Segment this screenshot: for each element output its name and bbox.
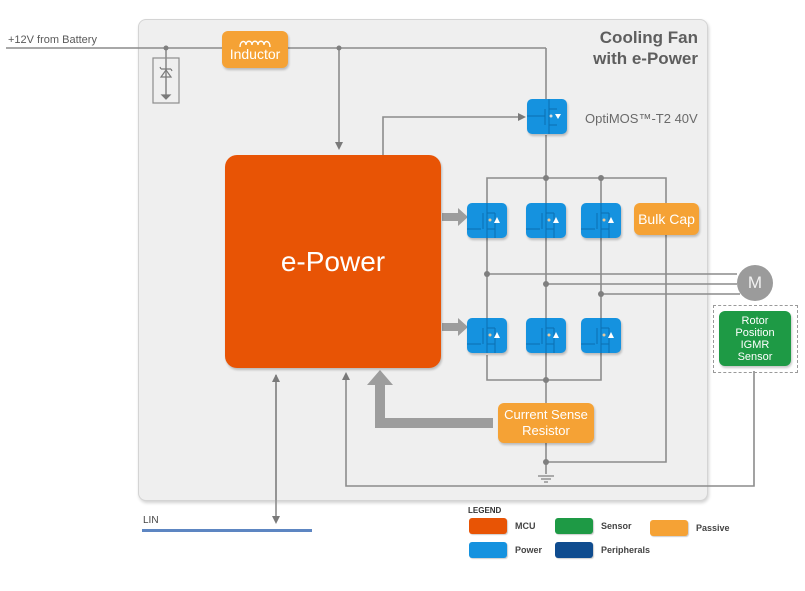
motor-label: M (747, 273, 763, 292)
legend-title: LEGEND (468, 506, 502, 515)
sensor-line-3: IGMR (740, 338, 770, 351)
mosfet-icon (467, 318, 500, 353)
current-sense-feedback-arrow (367, 370, 493, 428)
legend-item-passive: Passive (650, 520, 730, 536)
low-side-mosfet-3 (581, 318, 621, 353)
junction-dots (163, 45, 604, 465)
legend-label: Peripherals (601, 545, 651, 555)
high-side-drive-arrow (442, 208, 468, 226)
low-side-mosfet-2 (526, 318, 566, 353)
inductor-label: Inductor (229, 46, 281, 62)
high-side-rail-wire (486, 177, 667, 210)
legend-item-sensor: Sensor (555, 518, 632, 534)
bulk-cap-ground-wire (546, 235, 667, 463)
sensor-feedback-wire (342, 371, 755, 487)
gate-driver-arrows (367, 208, 493, 428)
legend-label: MCU (515, 521, 536, 531)
coil-icon (239, 40, 271, 47)
rotor-position-sensor-block: Rotor Position IGMR Sensor (719, 311, 791, 366)
tvs-diode-frame (152, 57, 180, 104)
legend-swatch (555, 518, 593, 534)
legend-swatch (555, 542, 593, 558)
legend-label: Passive (696, 523, 730, 533)
legend-swatch (469, 518, 507, 534)
diagram-title: Cooling Fan with e-Power (593, 27, 698, 69)
inductor-block: Inductor (222, 31, 288, 68)
motor-icon: M (737, 265, 773, 301)
legend-swatch (469, 542, 507, 558)
mosfet-icon (527, 99, 561, 134)
bulk-cap-label: Bulk Cap (638, 211, 695, 227)
legend-label: Power (515, 545, 543, 555)
low-side-drive-arrow (442, 318, 468, 336)
sensor-line-4: Sensor (737, 350, 773, 363)
current-sense-resistor-block: Current Sense Resistor (498, 403, 594, 443)
high-side-mosfet-3 (581, 203, 621, 238)
low-side-mosfet-1 (467, 318, 507, 353)
mosfet-icon (581, 318, 614, 353)
current-sense-line-2: Resistor (522, 423, 570, 438)
legend-item-power: Power (469, 542, 542, 558)
sensor-dashed-frame (713, 305, 798, 373)
current-sense-line-1: Current Sense (504, 407, 588, 422)
ground-icon (538, 475, 554, 483)
battery-input-label: +12V from Battery (8, 34, 97, 46)
sensor-line-2: Position (735, 326, 775, 339)
mcu-block: e-Power (225, 155, 441, 368)
mcu-label: e-Power (280, 245, 386, 277)
bulk-cap-block: Bulk Cap (634, 203, 699, 235)
lin-bus-label: LIN (143, 515, 159, 526)
legend-item-peripherals: Peripherals (555, 542, 650, 558)
mosfet-icon (526, 203, 559, 238)
reverse-switch-label: OptiMOS™-T2 40V (585, 111, 698, 126)
reverse-polarity-switch (527, 99, 567, 134)
legend-item-mcu: MCU (469, 518, 536, 534)
high-side-mosfet-1 (467, 203, 507, 238)
legend-label: Sensor (601, 521, 632, 531)
legend-swatch (650, 520, 688, 536)
mosfet-icon (526, 318, 559, 353)
tvs-diode-icon (159, 66, 173, 100)
title-line-1: Cooling Fan (599, 28, 698, 47)
title-line-2: with e-Power (593, 49, 698, 68)
mcu-to-switch-gate-wire (382, 113, 526, 155)
lin-bus-line (142, 529, 312, 532)
mosfet-icon (581, 203, 614, 238)
sensor-line-1: Rotor (741, 314, 769, 327)
high-side-mosfet-2 (526, 203, 566, 238)
mosfet-icon (467, 203, 500, 238)
